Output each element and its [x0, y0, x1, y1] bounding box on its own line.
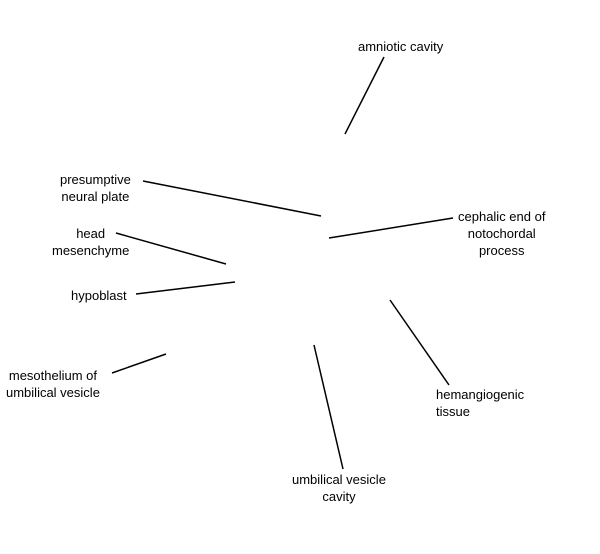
label-amniotic-cavity: amniotic cavity	[358, 38, 443, 55]
label-text: amniotic cavity	[358, 39, 444, 54]
leader-line-mesothelium	[111, 353, 167, 374]
label-umbilical-vesicle-cavity: umbilical vesicle cavity	[292, 471, 386, 505]
label-hypoblast: hypoblast	[71, 287, 127, 304]
label-mesothelium-umbilical-vesicle: mesothelium of umbilical vesicle	[6, 367, 100, 401]
label-head-mesenchyme: head mesenchyme	[52, 225, 129, 259]
label-text: notochordal	[467, 226, 536, 241]
leader-line-amniotic-cavity	[344, 56, 385, 135]
label-text: cavity	[322, 489, 356, 504]
label-text: head	[76, 226, 106, 241]
label-text: mesenchyme	[52, 243, 130, 258]
leader-line-hemangiogenic-tissue	[389, 299, 450, 386]
leader-line-umbilical-vesicle-cavity	[313, 344, 344, 470]
label-hemangiogenic-tissue: hemangiogenic tissue	[436, 386, 524, 420]
label-text: neural plate	[61, 189, 130, 204]
label-presumptive-neural-plate: presumptive neural plate	[60, 171, 131, 205]
label-text: hypoblast	[71, 288, 127, 303]
leader-line-cephalic-end	[328, 217, 454, 239]
label-text: cephalic end of	[458, 209, 546, 224]
label-text: presumptive	[60, 172, 131, 187]
leader-line-head-mesenchyme	[115, 232, 227, 265]
label-text: tissue	[436, 404, 470, 419]
label-text: hemangiogenic	[436, 387, 525, 402]
label-text: process	[478, 243, 525, 258]
label-text: umbilical vesicle	[6, 385, 100, 400]
label-text: mesothelium of	[8, 368, 98, 383]
label-text: umbilical vesicle	[292, 472, 386, 487]
label-cephalic-end-notochordal-process: cephalic end of notochordal process	[458, 208, 545, 259]
leader-line-presumptive-neural-plate	[142, 180, 322, 217]
leader-line-hypoblast	[135, 281, 236, 295]
